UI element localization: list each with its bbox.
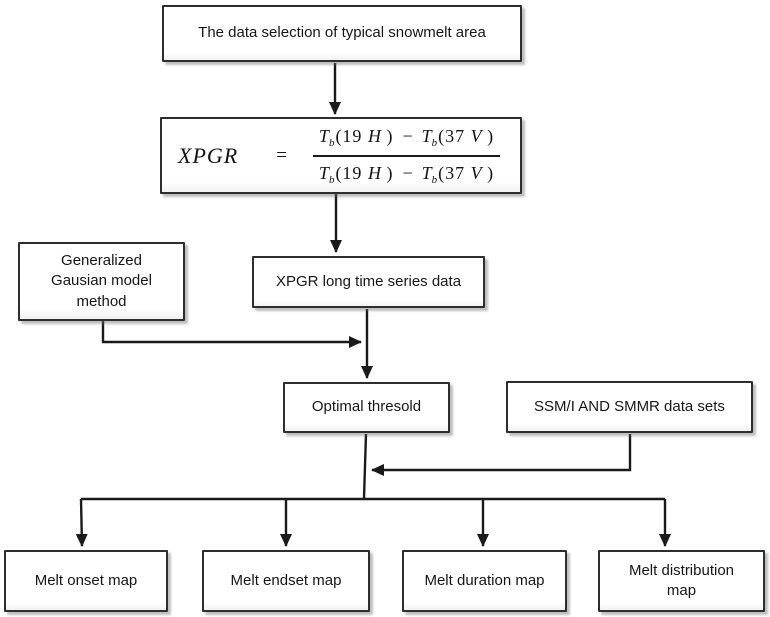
formula-subscript: b (328, 136, 335, 149)
box-ssm-smmr-datasets-label: SSM/I AND SMMR data sets (534, 397, 725, 415)
box-melt-endset-map-label: Melt endset map (230, 571, 342, 589)
arrow-ssm-to-junction (371, 434, 632, 476)
box-xpgr-series-label: XPGR long time series data (275, 272, 462, 290)
box-melt-distribution-map: Melt distribution map (598, 550, 765, 612)
formula-symbol: (19 (335, 125, 368, 146)
box-melt-duration-map: Melt duration map (402, 550, 567, 612)
formula-symbol: (37 (438, 125, 471, 146)
formula-symbol: T (421, 162, 432, 183)
arrow-gaussian-to-junction (101, 320, 362, 348)
box-optimal-threshold-label: Optimal thresold (311, 398, 422, 416)
formula-symbol: (37 (438, 162, 471, 183)
box-gaussian-model: Generalized Gausian model method (18, 242, 185, 321)
box-xpgr-formula: XPGR = Tb(19 H )−Tb(37 V ) Tb(19 H )−Tb(… (160, 117, 522, 194)
formula-subscript: b (431, 136, 438, 149)
formula-symbol: ) (380, 125, 394, 146)
line-optimal-to-distribution (362, 433, 368, 499)
formula-numerator: Tb(19 H )−Tb(37 V ) (312, 124, 501, 157)
formula-lhs: XPGR (178, 142, 239, 168)
formula-fraction: Tb(19 H )−Tb(37 V ) Tb(19 H )−Tb(37 V ) (312, 124, 501, 188)
box-melt-endset-map: Melt endset map (202, 550, 370, 612)
box-melt-onset-map-label: Melt onset map (34, 571, 138, 589)
formula-minus: − (402, 162, 413, 183)
formula-subscript: b (431, 173, 438, 186)
formula-symbol: ) (481, 125, 495, 146)
box-melt-duration-map-label: Melt duration map (424, 571, 545, 589)
box-melt-distribution-map-label: Melt distribution map (628, 561, 735, 599)
box-gaussian-model-label: Generalized Gausian model method (51, 252, 152, 310)
box-data-selection-label: The data selection of typical snowmelt a… (198, 24, 486, 42)
formula-symbol: H (367, 125, 381, 146)
formula-symbol: V (470, 162, 482, 183)
arrow-to-melt-onset (75, 498, 88, 547)
formula-symbol: V (470, 125, 482, 146)
formula-denominator: Tb(19 H )−Tb(37 V ) (313, 157, 500, 188)
formula-symbol: T (318, 162, 329, 183)
formula-symbol: (19 (335, 162, 368, 183)
formula-symbol: ) (481, 162, 495, 183)
formula-minus: − (402, 125, 413, 146)
formula-symbol: T (318, 125, 329, 146)
box-ssm-smmr-datasets: SSM/I AND SMMR data sets (506, 381, 753, 433)
formula-symbol: ) (380, 162, 394, 183)
formula-symbol: H (367, 162, 381, 183)
box-melt-onset-map: Melt onset map (4, 550, 168, 612)
formula-equals: = (276, 144, 287, 166)
box-optimal-threshold: Optimal thresold (283, 382, 450, 433)
formula-subscript: b (328, 173, 335, 186)
formula-symbol: T (421, 125, 432, 146)
box-data-selection: The data selection of typical snowmelt a… (162, 5, 522, 62)
box-xpgr-series: XPGR long time series data (252, 256, 485, 308)
